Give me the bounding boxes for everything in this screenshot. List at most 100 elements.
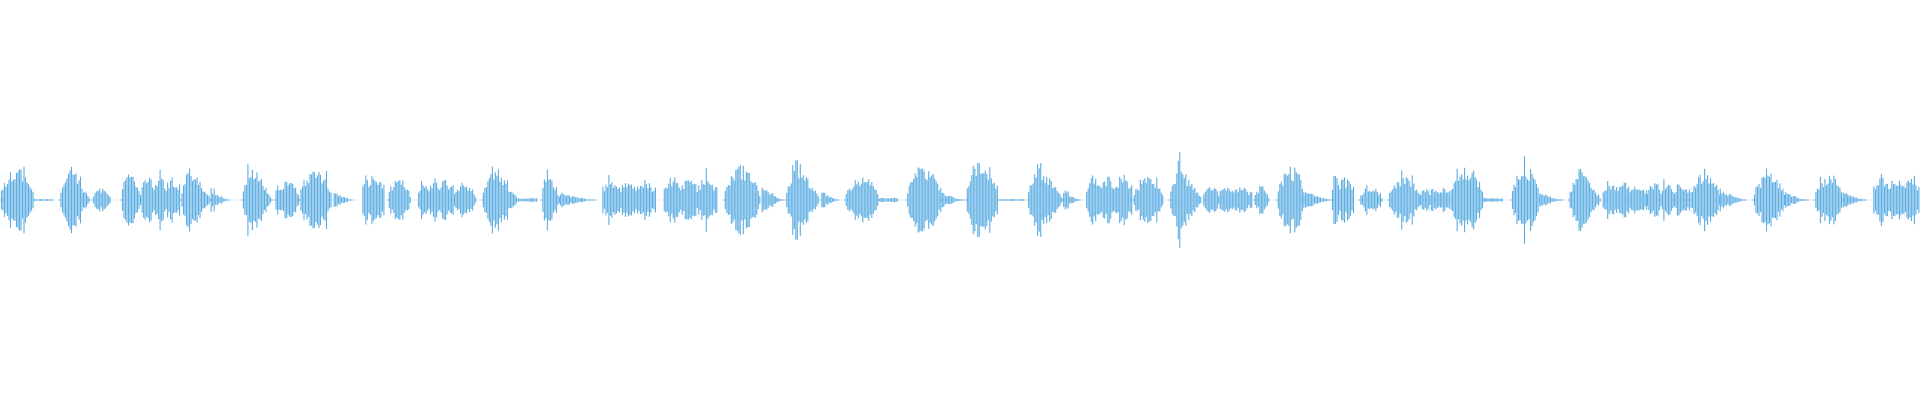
waveform-segment <box>120 174 143 226</box>
waveform-bar-path <box>997 198 1025 202</box>
waveform-bar-path <box>844 177 880 223</box>
waveform-segment <box>540 169 560 231</box>
waveform-bar-path <box>210 188 230 212</box>
waveform-segment <box>844 177 880 223</box>
waveform-bar-path <box>452 182 477 218</box>
waveform-segment <box>997 198 1025 202</box>
waveform-bar-path <box>333 193 353 207</box>
waveform-segment <box>602 175 656 225</box>
waveform-bar-path <box>274 181 300 219</box>
waveform-segment <box>1331 176 1355 224</box>
waveform-bar-path <box>418 178 454 222</box>
waveform-bar-path <box>0 166 36 234</box>
waveform-segment <box>1420 188 1450 212</box>
waveform-segment <box>560 192 596 208</box>
waveform-bar-path <box>179 168 212 232</box>
waveform-segment <box>210 188 230 212</box>
waveform-segment <box>298 170 332 230</box>
waveform-segment <box>965 162 998 238</box>
waveform-segment <box>1602 181 1648 219</box>
waveform-bar-path <box>723 164 761 236</box>
waveform-bar-path <box>241 164 273 236</box>
waveform-bar-path <box>1449 167 1485 233</box>
waveform-bar-path <box>905 167 942 233</box>
waveform-segment <box>663 168 718 232</box>
waveform-segment <box>58 166 91 234</box>
waveform-segment <box>418 178 454 222</box>
waveform-bar-path <box>1646 179 1690 221</box>
waveform-bar-path <box>1168 152 1202 248</box>
waveform-bar-path <box>362 175 385 225</box>
waveform-bar-path <box>1873 174 1920 226</box>
waveform-bar-path <box>761 187 784 213</box>
waveform-bar-path <box>1483 198 1503 202</box>
waveform-segment <box>1063 190 1081 210</box>
waveform-bar-path <box>1568 169 1601 231</box>
waveform-segment <box>0 166 36 234</box>
waveform-bar-path <box>1253 186 1270 214</box>
waveform-segment <box>274 181 300 219</box>
waveform-segment <box>1539 193 1563 207</box>
waveform-bar-path <box>298 170 332 230</box>
waveform-bar-path <box>1358 185 1383 215</box>
waveform-bar-path <box>1813 175 1844 225</box>
waveform-segment <box>1813 175 1844 225</box>
waveform-bar-path <box>1203 186 1253 214</box>
waveform-bars <box>0 152 1920 248</box>
waveform-bar-path <box>965 162 998 238</box>
waveform-bar-path <box>34 199 54 201</box>
waveform-segment <box>1449 167 1485 233</box>
waveform-bar-path <box>58 166 91 234</box>
waveform-bar-path <box>481 166 519 234</box>
waveform-segment <box>387 180 411 220</box>
waveform-segment <box>1358 185 1383 215</box>
waveform-bar-path <box>141 169 181 231</box>
waveform-segment <box>723 164 761 236</box>
waveform-bar-path <box>1689 168 1721 232</box>
waveform-segment <box>141 169 181 231</box>
waveform-bar-path <box>1785 192 1809 208</box>
waveform-segment <box>1132 176 1164 224</box>
waveform-bar-path <box>940 187 964 213</box>
waveform-segment <box>179 168 212 232</box>
waveform-bar-path <box>1842 192 1867 208</box>
waveform-bar-path <box>1420 188 1450 212</box>
waveform-segment <box>1752 168 1786 232</box>
waveform-segment <box>784 160 821 240</box>
waveform-bar-path <box>1752 168 1786 232</box>
waveform-bar-path <box>1331 176 1355 224</box>
waveform-segment <box>761 187 784 213</box>
waveform-bar-path <box>1602 181 1648 219</box>
waveform-bar-path <box>1132 176 1164 224</box>
waveform-segment <box>34 199 54 201</box>
waveform-bar-path <box>120 174 143 226</box>
waveform-bar-path <box>1539 193 1563 207</box>
waveform-segment <box>1168 152 1202 248</box>
waveform-segment <box>481 166 519 234</box>
waveform-bar-path <box>878 197 898 203</box>
waveform-bar-path <box>560 192 596 208</box>
waveform-bar-path <box>784 160 821 240</box>
waveform-segment <box>91 188 111 212</box>
waveform-bar-path <box>387 180 411 220</box>
waveform-segment <box>1203 186 1253 214</box>
waveform-segment <box>1483 198 1503 202</box>
waveform-segment <box>452 182 477 218</box>
waveform-segment <box>821 192 839 208</box>
waveform-bar-path <box>821 192 839 208</box>
waveform-bar-path <box>1063 190 1081 210</box>
waveform-bar-path <box>1086 174 1133 226</box>
waveform-segment <box>1842 192 1867 208</box>
waveform-segment <box>333 193 353 207</box>
waveform-bar-path <box>91 188 111 212</box>
waveform-segment <box>878 197 898 203</box>
waveform-bar-path <box>540 169 560 231</box>
waveform-segment <box>1276 166 1306 234</box>
waveform-bar-path <box>663 168 718 232</box>
waveform-segment <box>241 164 273 236</box>
waveform-segment <box>517 197 537 203</box>
waveform-segment <box>1785 192 1809 208</box>
waveform-bar-path <box>602 175 656 225</box>
